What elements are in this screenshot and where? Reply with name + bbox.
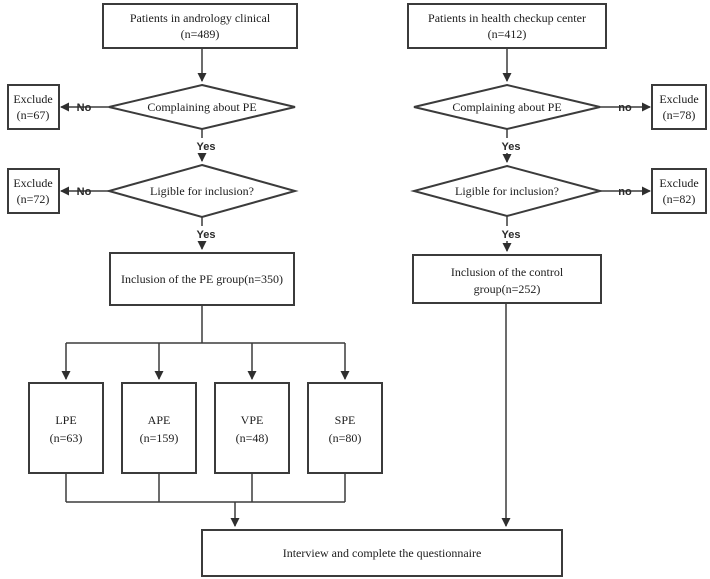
right-yes2-label: Yes: [502, 229, 521, 241]
right-exclude1-box: Exclude (n=78): [651, 84, 707, 130]
right-decision1-label: Complaining about PE: [452, 100, 561, 114]
subgroup-lpe-rect: [28, 382, 104, 474]
left-exclude1-rect: [7, 84, 60, 130]
left-exclude2-box: Exclude (n=72): [7, 168, 60, 214]
right-decision1-diamond: Complaining about PE: [413, 83, 601, 131]
subgroup-vpe-rect: [214, 382, 290, 474]
left-yes1-label: Yes: [197, 141, 216, 153]
final-step-rect: [201, 529, 563, 577]
right-source-line1: Patients in health checkup center: [428, 11, 586, 25]
final-step-label: Interview and complete the questionnaire: [283, 546, 482, 560]
subgroup-vpe-name: VPE: [241, 413, 264, 427]
subgroup-box-lpe: LPE (n=63): [28, 382, 104, 474]
right-branch: Patients in health checkup center (n=412…: [407, 3, 707, 527]
left-inclusion-label: Inclusion of the PE group(n=350): [121, 272, 283, 286]
right-exclude2-box: Exclude (n=82): [651, 168, 707, 214]
right-decision2-label: Ligible for inclusion?: [455, 184, 559, 198]
right-no2-label: no: [618, 186, 632, 198]
right-no1-label: no: [618, 102, 632, 114]
right-exclude1-line2: (n=78): [663, 108, 696, 122]
left-exclude1-line2: (n=67): [17, 108, 50, 122]
subgroup-spe-rect: [307, 382, 383, 474]
subgroup-ape-name: APE: [148, 413, 171, 427]
subgroup-box-spe: SPE (n=80): [307, 382, 383, 474]
subgroup-spe-count: (n=80): [329, 431, 362, 445]
left-inclusion-rect: [109, 252, 295, 306]
left-branch: Patients in andrology clinical (n=489) C…: [7, 3, 383, 527]
right-yes1-label: Yes: [502, 141, 521, 153]
right-source-line2: (n=412): [488, 27, 527, 41]
subgroup-lpe-count: (n=63): [50, 431, 83, 445]
subgroup-box-ape: APE (n=159): [121, 382, 197, 474]
subgroup-vpe-count: (n=48): [236, 431, 269, 445]
left-split-edges: [61, 305, 350, 380]
right-exclude2-line1: Exclude: [659, 176, 698, 190]
left-yes2-label: Yes: [197, 229, 216, 241]
left-source-box: Patients in andrology clinical (n=489): [102, 3, 298, 49]
right-decision2-diamond: Ligible for inclusion?: [410, 164, 604, 218]
right-inclusion-line1: Inclusion of the control: [451, 265, 564, 279]
right-exclude1-line1: Exclude: [659, 92, 698, 106]
subgroup-ape-rect: [121, 382, 197, 474]
subgroup-ape-count: (n=159): [140, 431, 179, 445]
final-step-box: Interview and complete the questionnaire: [201, 529, 563, 577]
left-source-rect: [102, 3, 298, 49]
left-no2-label: No: [77, 186, 92, 198]
right-inclusion-rect: [412, 254, 602, 304]
left-source-line2: (n=489): [181, 27, 220, 41]
left-inclusion-box: Inclusion of the PE group(n=350): [109, 252, 295, 306]
right-exclude1-rect: [651, 84, 707, 130]
left-decision2-diamond: Ligible for inclusion?: [105, 163, 299, 219]
left-source-line1: Patients in andrology clinical: [130, 11, 271, 25]
right-source-box: Patients in health checkup center (n=412…: [407, 3, 607, 49]
left-exclude2-line2: (n=72): [17, 192, 50, 206]
left-decision1-label: Complaining about PE: [147, 100, 256, 114]
subgroup-spe-name: SPE: [335, 413, 356, 427]
left-decision1-diamond: Complaining about PE: [108, 83, 296, 131]
right-inclusion-box: Inclusion of the control group(n=252): [412, 254, 602, 304]
right-exclude2-line2: (n=82): [663, 192, 696, 206]
subgroup-lpe-name: LPE: [55, 413, 76, 427]
left-exclude2-rect: [7, 168, 60, 214]
right-inclusion-line2: group(n=252): [474, 282, 541, 296]
right-exclude2-rect: [651, 168, 707, 214]
subgroup-box-vpe: VPE (n=48): [214, 382, 290, 474]
left-decision2-label: Ligible for inclusion?: [150, 184, 254, 198]
left-no1-label: No: [77, 102, 92, 114]
left-exclude1-line1: Exclude: [13, 92, 52, 106]
left-exclude2-line1: Exclude: [13, 176, 52, 190]
left-exclude1-box: Exclude (n=67): [7, 84, 60, 130]
left-merge-edges: [65, 473, 346, 527]
